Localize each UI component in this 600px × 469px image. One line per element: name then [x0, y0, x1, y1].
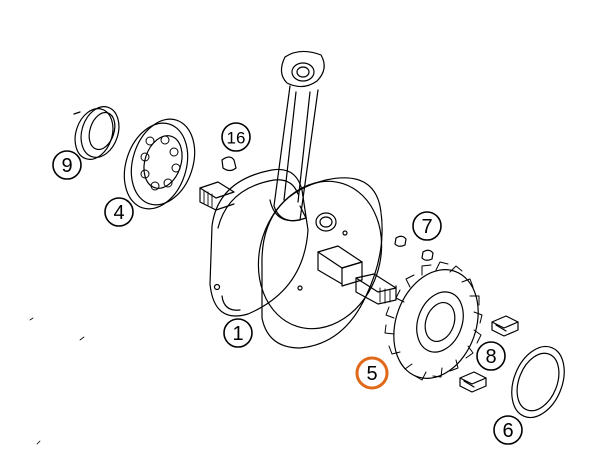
- callout-6[interactable]: 6: [493, 415, 523, 445]
- callout-5-selected[interactable]: 5: [355, 356, 389, 390]
- svg-text:7: 7: [421, 216, 432, 238]
- svg-text:5: 5: [366, 363, 377, 385]
- washer-part[interactable]: [502, 339, 574, 426]
- callout-1[interactable]: 1: [223, 318, 253, 348]
- ball-bearing-part[interactable]: [114, 111, 205, 217]
- svg-text:9: 9: [61, 155, 72, 177]
- svg-text:1: 1: [232, 323, 243, 345]
- svg-text:8: 8: [485, 346, 496, 368]
- screw-pair-part[interactable]: [460, 316, 518, 392]
- shaft-seal-part[interactable]: [69, 102, 125, 165]
- gear-sprocket-part[interactable]: [379, 258, 492, 391]
- svg-text:4: 4: [113, 202, 124, 224]
- svg-text:6: 6: [502, 420, 513, 442]
- callout-7[interactable]: 7: [412, 211, 442, 241]
- callout-4[interactable]: 4: [104, 197, 134, 227]
- woodruff-key-part[interactable]: [222, 157, 236, 171]
- svg-text:16: 16: [227, 129, 246, 148]
- crankshaft-part[interactable]: [200, 51, 400, 348]
- callout-9[interactable]: 9: [52, 150, 82, 180]
- callout-8[interactable]: 8: [476, 341, 506, 371]
- key-pair-part[interactable]: [395, 236, 433, 260]
- callout-16[interactable]: 16: [221, 122, 251, 152]
